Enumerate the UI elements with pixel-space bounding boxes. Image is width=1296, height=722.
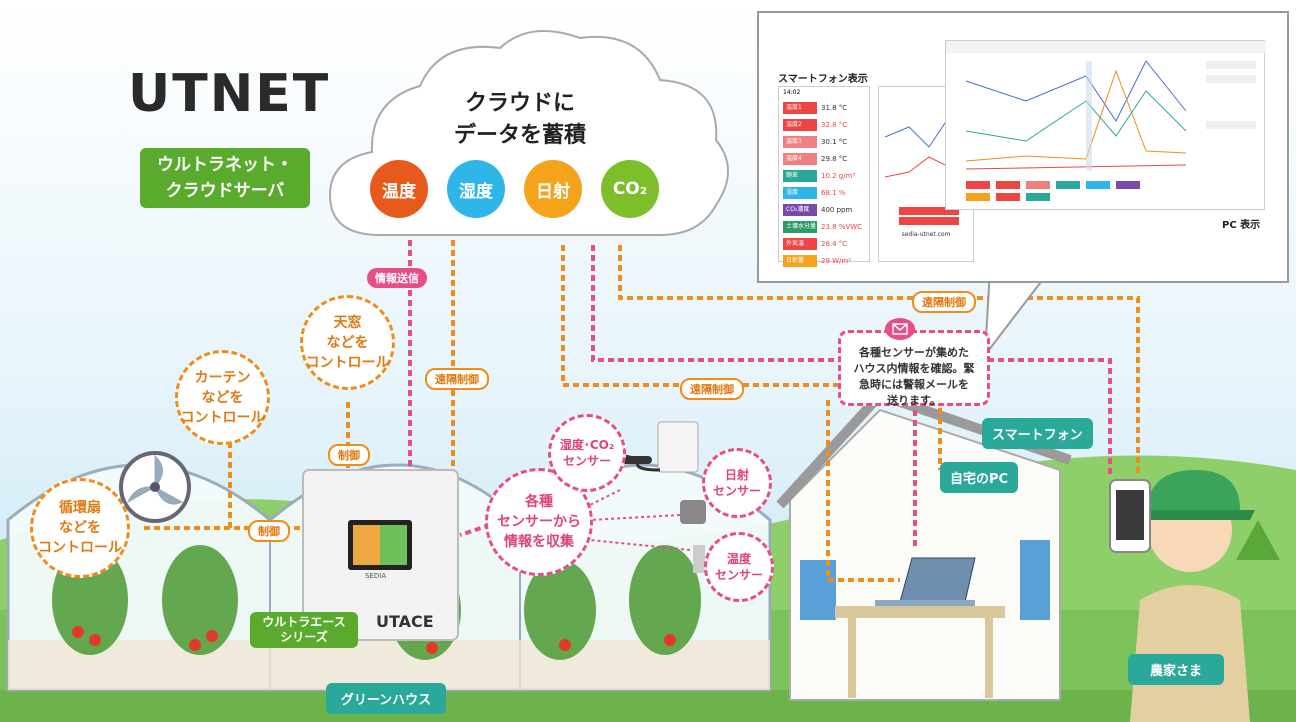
sp-val-4: 29.8 °C: [821, 155, 848, 163]
sp-row-3: 温度3 30.1 °C: [783, 135, 865, 149]
control-label-1: 制御: [328, 444, 370, 466]
info-send-label: 情報送信: [367, 268, 427, 288]
utace-logo: UTACE: [376, 612, 434, 631]
cloud-item-co2: CO₂: [601, 160, 659, 218]
cloud-item-humidity: 湿度: [447, 160, 505, 218]
sp-tag-1: 温度1: [783, 102, 817, 114]
sp-val-7: 400 ppm: [821, 206, 853, 214]
curtain-control-bubble: カーテン などを コントロール: [175, 350, 270, 445]
sp-tag-7: CO₂濃度: [783, 204, 817, 216]
sp-row-5: 飽差 10.2 g/m³: [783, 169, 865, 183]
sp-tag-9: 外気温: [783, 238, 817, 250]
cloud-item-solar: 日射: [524, 160, 582, 218]
pc-chart: [946, 41, 1266, 201]
farmer-figure: [1109, 470, 1255, 722]
ultraace-label: ウルトラエース シリーズ: [250, 612, 358, 648]
sp-val-5: 10.2 g/m³: [821, 172, 856, 180]
fan-control-bubble: 循環扇 などを コントロール: [30, 478, 130, 578]
control-label-2: 制御: [248, 520, 290, 542]
pc-screen: [945, 40, 1266, 210]
hum-co2-sensor-bubble: 湿度･CO₂ センサー: [548, 414, 626, 492]
circulation-fan: [119, 451, 191, 523]
cloud-item-humidity-label: 湿度: [459, 181, 493, 202]
sp-time: 14:02: [783, 89, 801, 96]
sp-tag-8: 土壌水分量: [783, 221, 817, 233]
smartphone-screen-1: 14:02 温度1 31.8 °C 温度2 32.8 °C 温度3 30.1 °C 温…: [778, 86, 870, 267]
remote-control-label-3: 遠隔制御: [912, 291, 976, 313]
sp2-url: sedia-utnet.com: [901, 231, 951, 238]
sp-val-8: 23.8 %VWC: [821, 223, 863, 231]
utnet-logo-text: UTNET: [128, 64, 331, 124]
sp-val-9: 28.4 °C: [821, 240, 848, 248]
cloud-item-solar-label: 日射: [536, 181, 570, 202]
farmer-label: 農家さま: [1128, 654, 1224, 685]
remote-control-label-1: 遠隔制御: [425, 368, 489, 390]
cloud-server-label: ウルトラネット・ クラウドサーバ: [140, 148, 310, 208]
alert-message-box: 各種センサーが集めた ハウス内情報を確認。緊 急時には警報メールを 送ります。: [838, 330, 990, 407]
sp-tag-3: 温度3: [783, 136, 817, 148]
sp-row-8: 土壌水分量 23.8 %VWC: [783, 220, 865, 234]
sp-row-7: CO₂濃度 400 ppm: [783, 203, 865, 217]
sp-tag-4: 温度4: [783, 153, 817, 165]
home-pc-label: 自宅のPC: [940, 462, 1019, 493]
sp-row-4: 温度4 29.8 °C: [783, 152, 865, 166]
remote-control-label-2: 遠隔制御: [680, 378, 744, 400]
cloud-item-co2-label: CO₂: [612, 179, 648, 199]
cloud-item-temperature: 温度: [370, 160, 428, 218]
sp-val-10: 29 W/m²: [821, 257, 852, 265]
sp-tag-10: 日射量: [783, 255, 817, 267]
cloud-title: クラウドに データを蓄積: [453, 91, 586, 148]
sedia-logo: SEDIA: [365, 572, 387, 580]
sp-tag-5: 飽差: [783, 170, 817, 182]
mail-icon: [885, 318, 915, 340]
sp-val-6: 68.1 %: [821, 189, 846, 197]
sp-row-2: 温度2 32.8 °C: [783, 118, 865, 132]
sp-row-1: 温度1 31.8 °C: [783, 101, 865, 115]
cloud-item-temperature-label: 温度: [382, 181, 416, 202]
sp-val-1: 31.8 °C: [821, 104, 848, 112]
window-control-bubble: 天窓 などを コントロール: [300, 295, 395, 390]
pc-screen-title: PC 表示: [1222, 220, 1261, 231]
sp-row-6: 湿度 68.1 %: [783, 186, 865, 200]
solar-sensor-bubble: 日射 センサー: [702, 448, 772, 518]
utace-controller: [302, 469, 459, 641]
utnet-logo: UTNET: [128, 42, 331, 124]
sensor-devices: [612, 421, 706, 573]
sp-val-3: 30.1 °C: [821, 138, 848, 146]
sp-row-9: 外気温 28.4 °C: [783, 237, 865, 251]
sp-row-10: 日射量 29 W/m²: [783, 254, 865, 268]
sp-tag-6: 湿度: [783, 187, 817, 199]
smartphone-label: スマートフォン: [982, 418, 1093, 449]
greenhouse-label: グリーンハウス: [326, 683, 446, 714]
sp-tag-2: 温度2: [783, 119, 817, 131]
temp-sensor-bubble: 温度 センサー: [704, 532, 774, 602]
sp-val-2: 32.8 °C: [821, 121, 848, 129]
smartphone-screen-title: スマートフォン表示: [778, 74, 868, 85]
